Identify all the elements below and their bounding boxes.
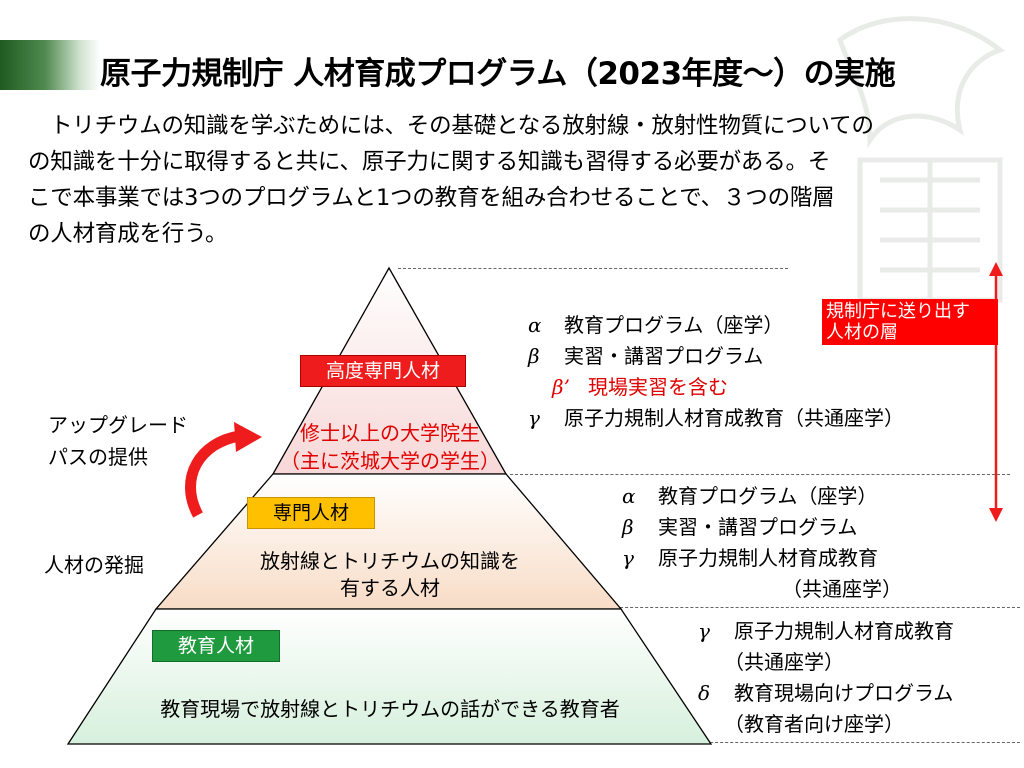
intro-line: こで本事業では3つのプログラムと1つの教育を組み合わせることで、３つの階層 (28, 185, 835, 211)
divider-middle-bottom (610, 607, 1020, 608)
arrow-down-icon (989, 508, 1003, 522)
top-layer-line1: 修士以上の大学院生 (300, 421, 480, 445)
middle-layer-line1: 放射線とトリチウムの知識を (260, 549, 520, 573)
upgrade-arrow-icon (185, 430, 242, 518)
output-layer-label: 規制庁に送り出す 人材の層 (822, 299, 998, 345)
divider-base (700, 742, 1020, 743)
watermark-emblem-icon (837, 16, 1006, 303)
upgrade-path-line1: アップグレード (48, 413, 188, 437)
discovery-label: 人材の発掘 (44, 553, 144, 577)
intro-line: の人材育成を行う。 (28, 221, 228, 247)
intro-line: の知識を十分に取得すると共に、原子力に関する知識も習得する必要がある。そ (28, 149, 831, 175)
intro-line: トリチウムの知識を学ぶためには、その基礎となる放射線・放射性物質についての (50, 113, 874, 139)
program-item: （共通座学） (782, 577, 902, 601)
upgrade-arrowhead-icon (234, 422, 262, 452)
program-item: β’現場実習を含む (552, 375, 728, 399)
upgrade-path-label: アップグレード パスの提供 (48, 409, 188, 473)
intro-paragraph: トリチウムの知識を学ぶためには、その基礎となる放射線・放射性物質についての の知… (28, 108, 1003, 252)
program-item: （共通座学） (724, 650, 844, 674)
title-accent-bar (0, 40, 100, 90)
top-layer-line2: （主に茨城大学の学生） (280, 449, 500, 473)
tag-advanced-specialist: 高度専門人材 (300, 355, 466, 387)
divider-top-middle (510, 474, 1010, 475)
divider-top (398, 268, 788, 269)
bottom-layer-line1: 教育現場で放射線とトリチウムの話ができる教育者 (160, 697, 620, 721)
page-title: 原子力規制庁 人材育成プログラム（2023年度～）の実施 (100, 56, 896, 92)
middle-layer-line2: 有する人材 (340, 576, 440, 600)
program-item: （教育者向け座学） (724, 712, 904, 736)
upgrade-path-line2: パスの提供 (48, 445, 148, 469)
tag-educator: 教育人材 (152, 630, 280, 662)
tag-specialist: 専門人材 (247, 497, 375, 529)
arrow-up-icon (989, 262, 1003, 276)
